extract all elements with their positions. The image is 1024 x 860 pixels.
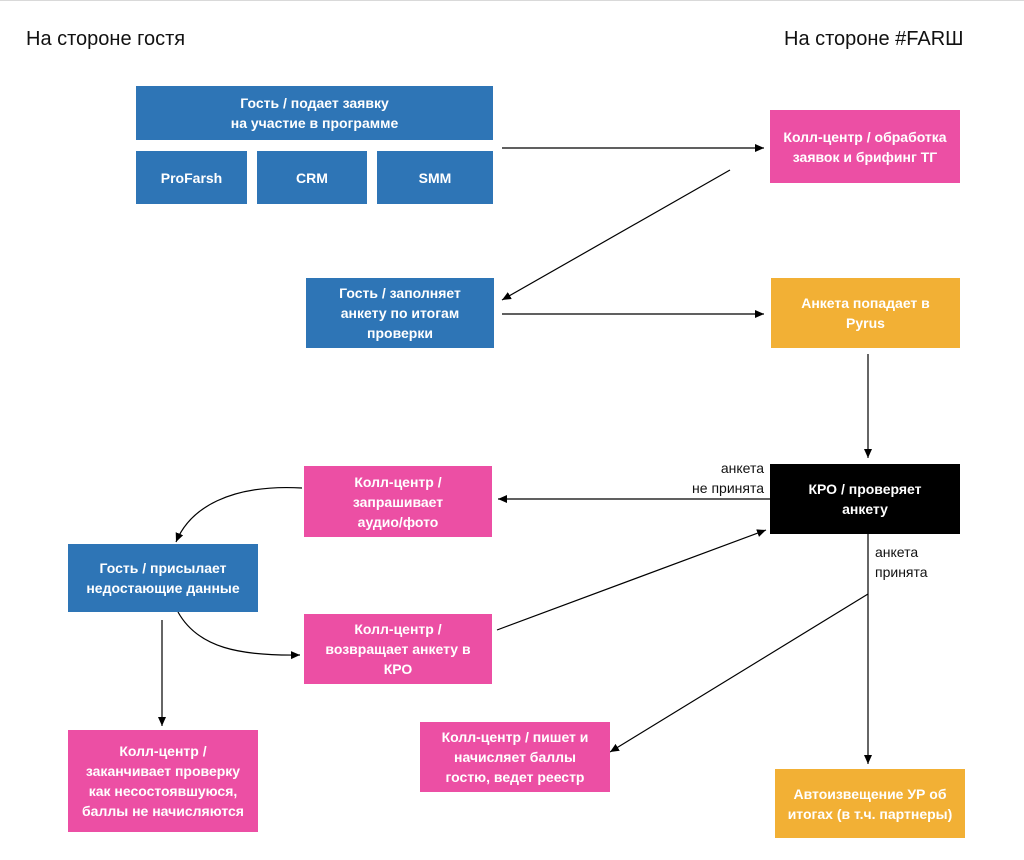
call-center-return-node: Колл-центр / возвращает анкету в КРО [304,614,492,684]
arrow-callcenter-to-guestform [501,169,731,301]
label-not-accepted: анкета не принята [692,460,764,496]
form-to-pyrus-node: Анкета попадает в Pyrus [771,278,960,348]
call-center-process-node: Колл-центр / обработка заявок и брифинг … [770,110,960,183]
arrow-kro-to-points [609,593,869,753]
arrow-request-to-guest [175,486,303,543]
call-center-request-node: Колл-центр / запрашивает аудио/фото [304,466,492,537]
kro-check-node: КРО / проверяет анкету [770,464,960,534]
crm-node: CRM [257,151,367,204]
farsh-side-header: На стороне #FARШ [784,28,964,50]
guest-apply-node: Гость / подает заявку на участие в прогр… [136,86,493,140]
profarsh-node: ProFarsh [136,151,247,204]
arrow-return-to-kro [496,529,767,631]
top-border [0,0,1024,1]
guest-send-missing-node: Гость / присылает недостающие данные [68,544,258,612]
call-center-points-node: Колл-центр / пишет и начисляет баллы гос… [420,722,610,792]
call-center-finish-node: Колл-центр / заканчивает проверку как не… [68,730,258,832]
label-accepted: анкета принята [875,544,928,580]
auto-notify-node: Автоизвещение УР об итогах (в т.ч. партн… [775,769,965,838]
guest-side-header: На стороне гостя [26,28,186,50]
smm-node: SMM [377,151,493,204]
arrow-guest-to-return [177,611,301,660]
guest-fill-form-node: Гость / заполняет анкету по итогам прове… [306,278,494,348]
